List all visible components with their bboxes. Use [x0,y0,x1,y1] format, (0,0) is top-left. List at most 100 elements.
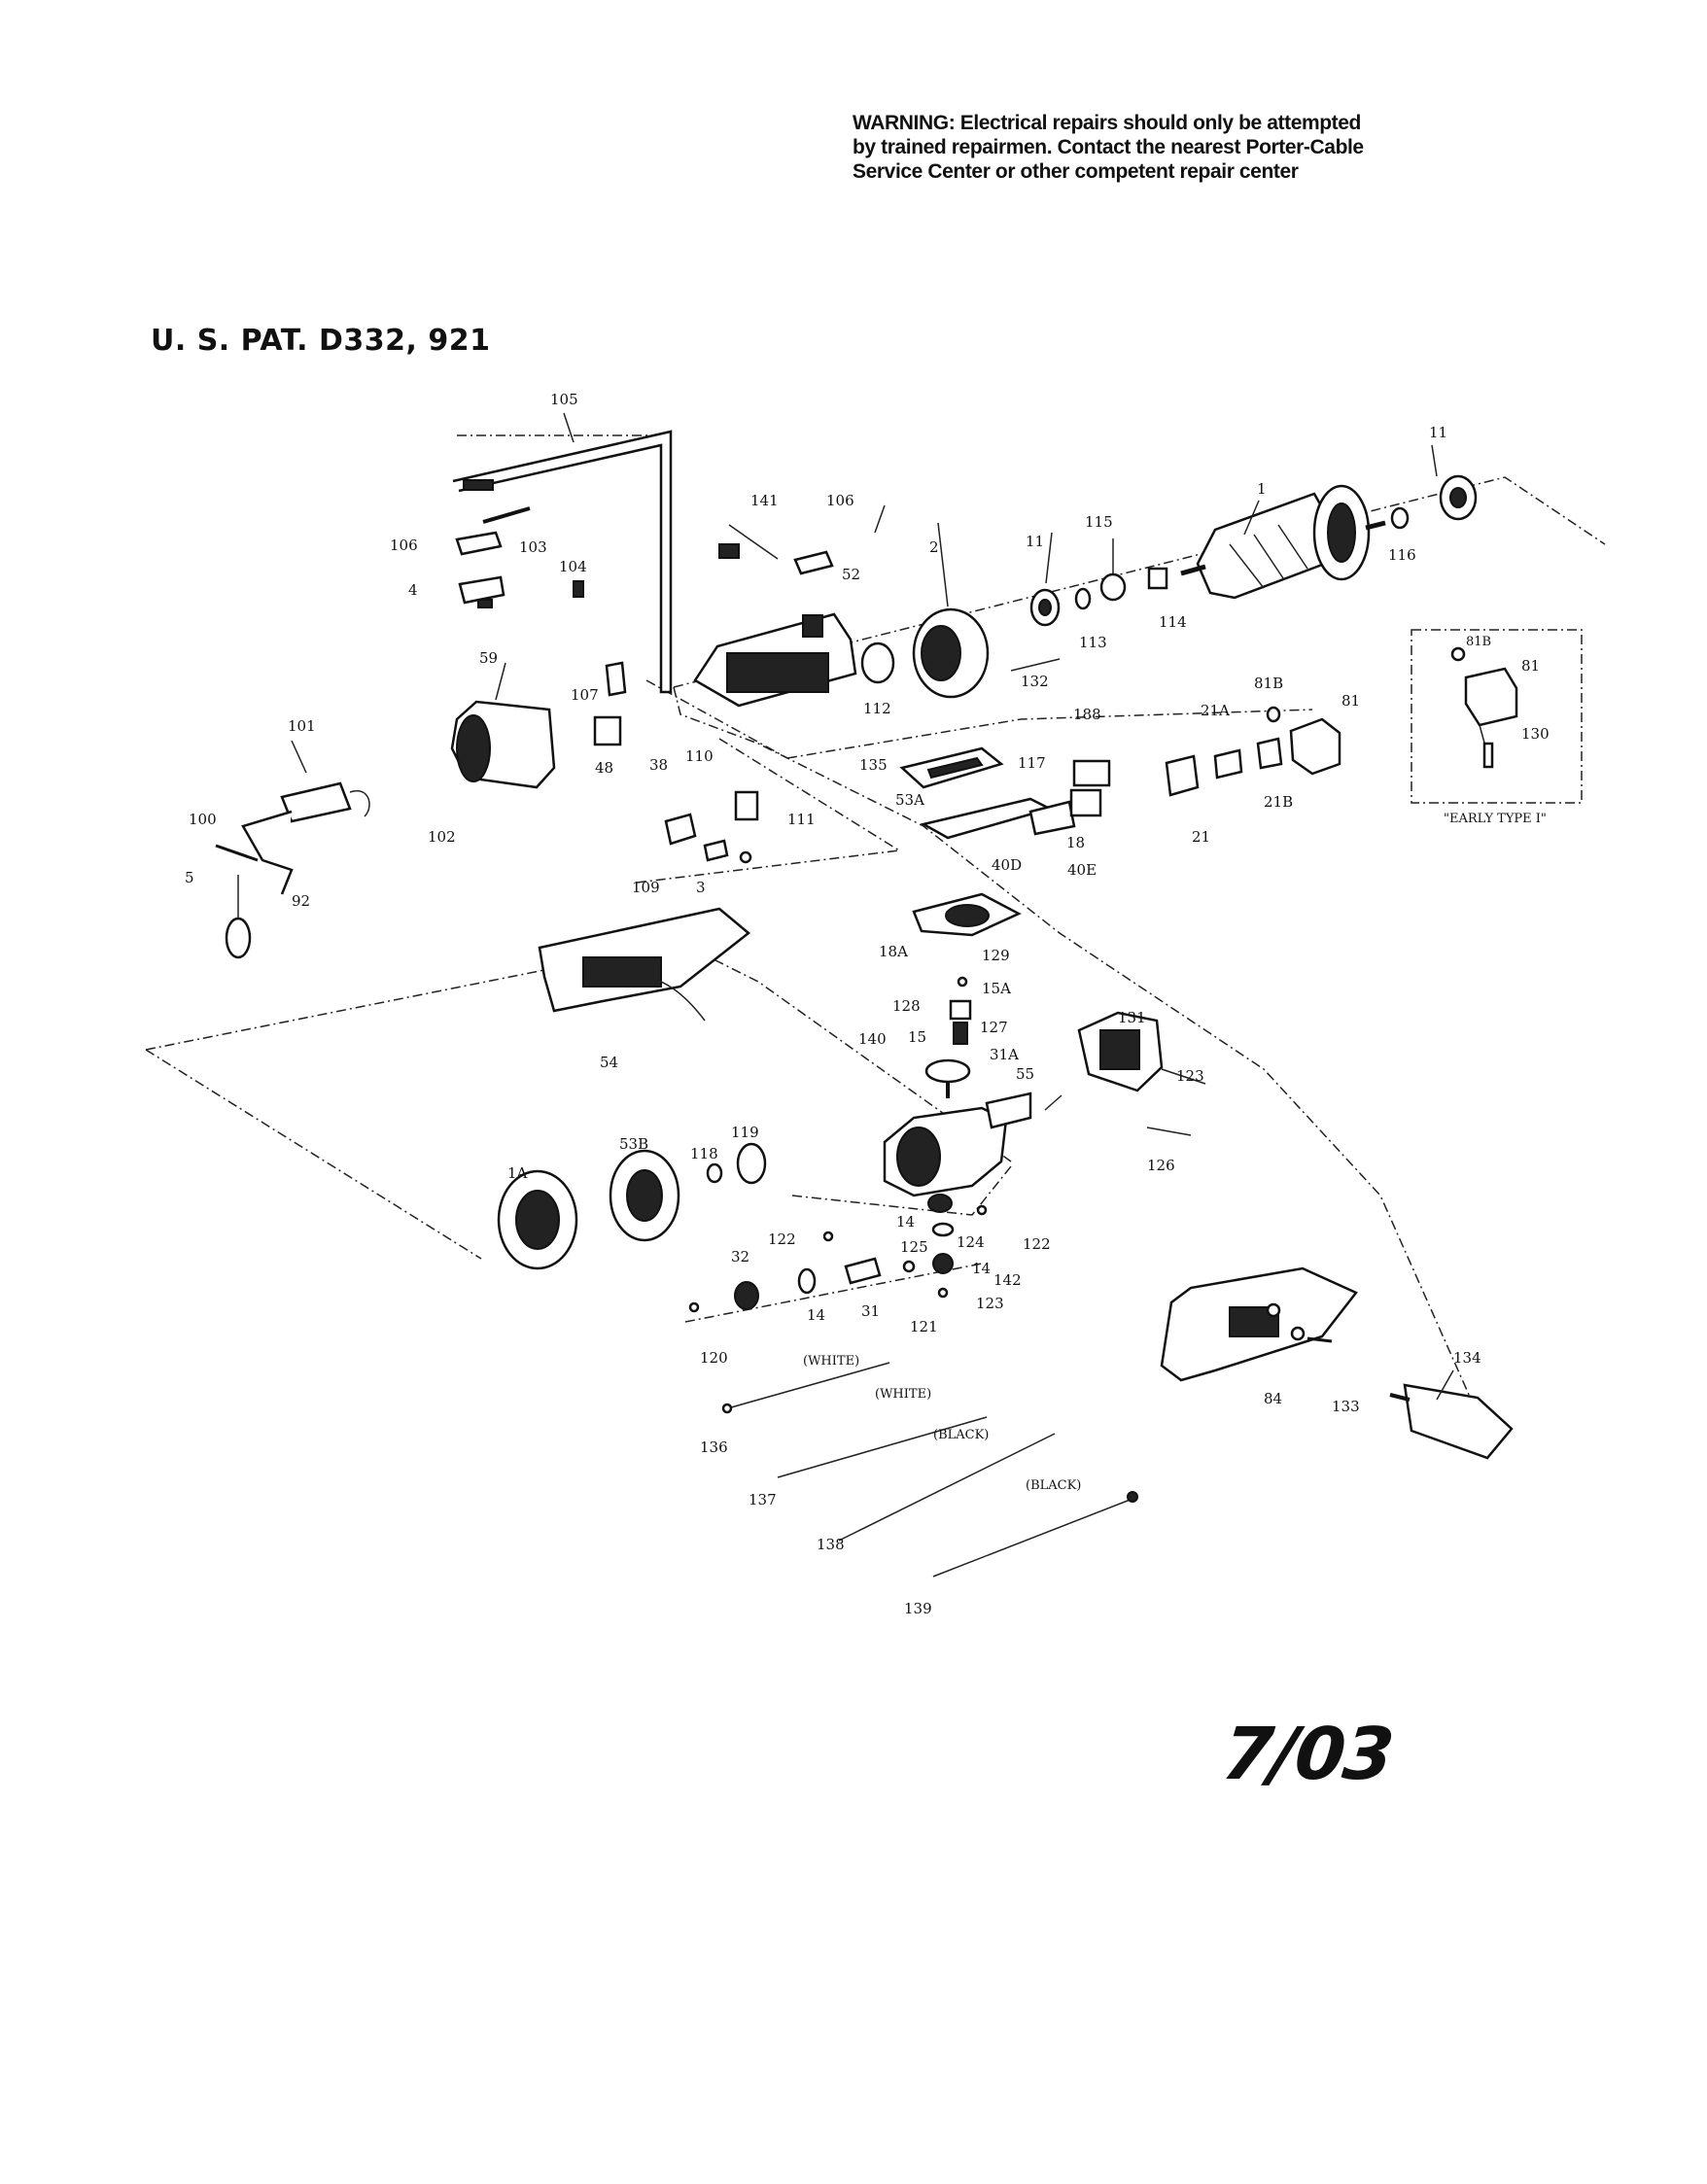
part-label: 52 [842,566,860,583]
part-label: 123 [976,1295,1004,1312]
cord-101 [215,781,370,959]
housing-54 [538,907,750,1022]
part-label: 55 [1016,1065,1034,1083]
part-label: 53B [619,1135,648,1153]
part-label: 122 [1023,1235,1051,1253]
plate-18A [912,892,1022,937]
part-label: 139 [904,1600,932,1617]
part-label: 38 [649,756,668,774]
part-label: 136 [700,1439,728,1456]
end-cap-59 [450,700,622,789]
part-label: 81 [1341,692,1360,710]
part-label: 107 [571,686,599,704]
part-label: 104 [559,558,587,575]
part-label: 100 [189,811,217,828]
part-label: 137 [749,1491,777,1508]
part-label: 117 [1018,754,1046,772]
part-label: 1 [1257,480,1267,498]
part-label: 4 [408,581,418,599]
switch-assembly [664,790,759,864]
early-type-inset: "EARLY TYPE I" [1411,629,1583,826]
part-label: 106 [826,492,854,509]
part-label: 119 [731,1124,759,1141]
part-label: 31A [990,1046,1019,1063]
end-rings [497,1142,767,1270]
part-label: 131 [1118,1009,1146,1026]
wire-label: (WHITE) [875,1387,931,1402]
part-label: 111 [787,811,816,828]
part-label: 134 [1453,1349,1481,1367]
part-label: 128 [892,997,921,1015]
part-label: 14 [807,1306,825,1324]
switch-parts [455,506,834,697]
wire-label: (WHITE) [803,1354,859,1369]
part-label: 53A [895,791,924,809]
warning-line-3: Service Center or other competent repair… [853,160,1299,183]
part-label: 114 [1159,613,1187,631]
bearings-and-washers [1029,474,1478,627]
part-label: 140 [858,1030,887,1048]
part-label: 15A [982,980,1011,997]
part-label: 11 [1026,533,1044,550]
part-label: 138 [817,1536,845,1553]
outline-lines [145,434,1606,1415]
part-label: 116 [1388,546,1416,564]
inset-caption: "EARLY TYPE I" [1444,812,1547,826]
part-label: 32 [731,1248,749,1265]
armature-1 [1180,484,1386,600]
part-label: 126 [1147,1157,1175,1174]
part-label: 113 [1079,634,1107,651]
part-label: 11 [1429,424,1447,441]
part-label: 21 [1192,828,1210,846]
part-label: 132 [1021,673,1049,690]
part-label: 81B [1466,635,1491,649]
part-label: 106 [390,537,418,554]
part-label: 48 [595,759,613,777]
part-labels: 105 106 103 104 4 141 106 52 2 11 115 11… [185,391,1550,1617]
wire-labels: (WHITE) (WHITE) (BLACK) (BLACK) [803,1354,1081,1493]
part-label: 101 [288,717,316,735]
part-label: 14 [896,1213,915,1231]
bracket-105 [452,430,673,694]
part-label: 121 [910,1318,938,1335]
part-label: 120 [700,1349,728,1367]
part-label: 115 [1085,513,1113,531]
part-label: 102 [428,828,456,846]
part-label: 122 [768,1231,796,1248]
part-label: 14 [972,1260,991,1277]
part-label: 40E [1067,861,1097,879]
handle-cover-131 [1077,1011,1164,1092]
part-label: 59 [479,649,498,667]
part-label: 110 [685,747,714,765]
wires [721,1362,1138,1577]
part-label: 40D [992,856,1022,874]
trigger-and-plate [899,746,1111,840]
part-label: 142 [993,1271,1022,1289]
brush-parts [1165,706,1341,797]
part-label: 118 [690,1145,718,1162]
part-label: 130 [1521,725,1550,743]
part-label: 5 [185,869,194,886]
warning-note: WARNING: Electrical repairs should only … [853,111,1455,184]
front-housing-84 [1160,1266,1514,1460]
wire-label: (BLACK) [933,1428,989,1442]
part-label: 21B [1264,793,1293,811]
warning-line-2: by trained repairmen. Contact the neares… [853,136,1364,158]
part-label: 133 [1332,1398,1360,1415]
part-label: 15 [908,1028,926,1046]
part-label: 141 [750,492,779,509]
part-label: 18A [879,943,908,960]
leader-lines [291,412,1454,1401]
part-label: 109 [632,879,660,896]
lower-small-parts [688,1194,988,1313]
part-label: 125 [900,1238,928,1256]
part-label: 84 [1264,1390,1282,1407]
part-label: 105 [550,391,578,408]
part-label: 31 [861,1302,880,1320]
part-label: 135 [859,756,888,774]
part-label: 81B [1254,675,1283,692]
motor-housing-52 [693,612,857,708]
part-label: 54 [600,1054,618,1071]
part-label: 123 [1176,1067,1204,1085]
